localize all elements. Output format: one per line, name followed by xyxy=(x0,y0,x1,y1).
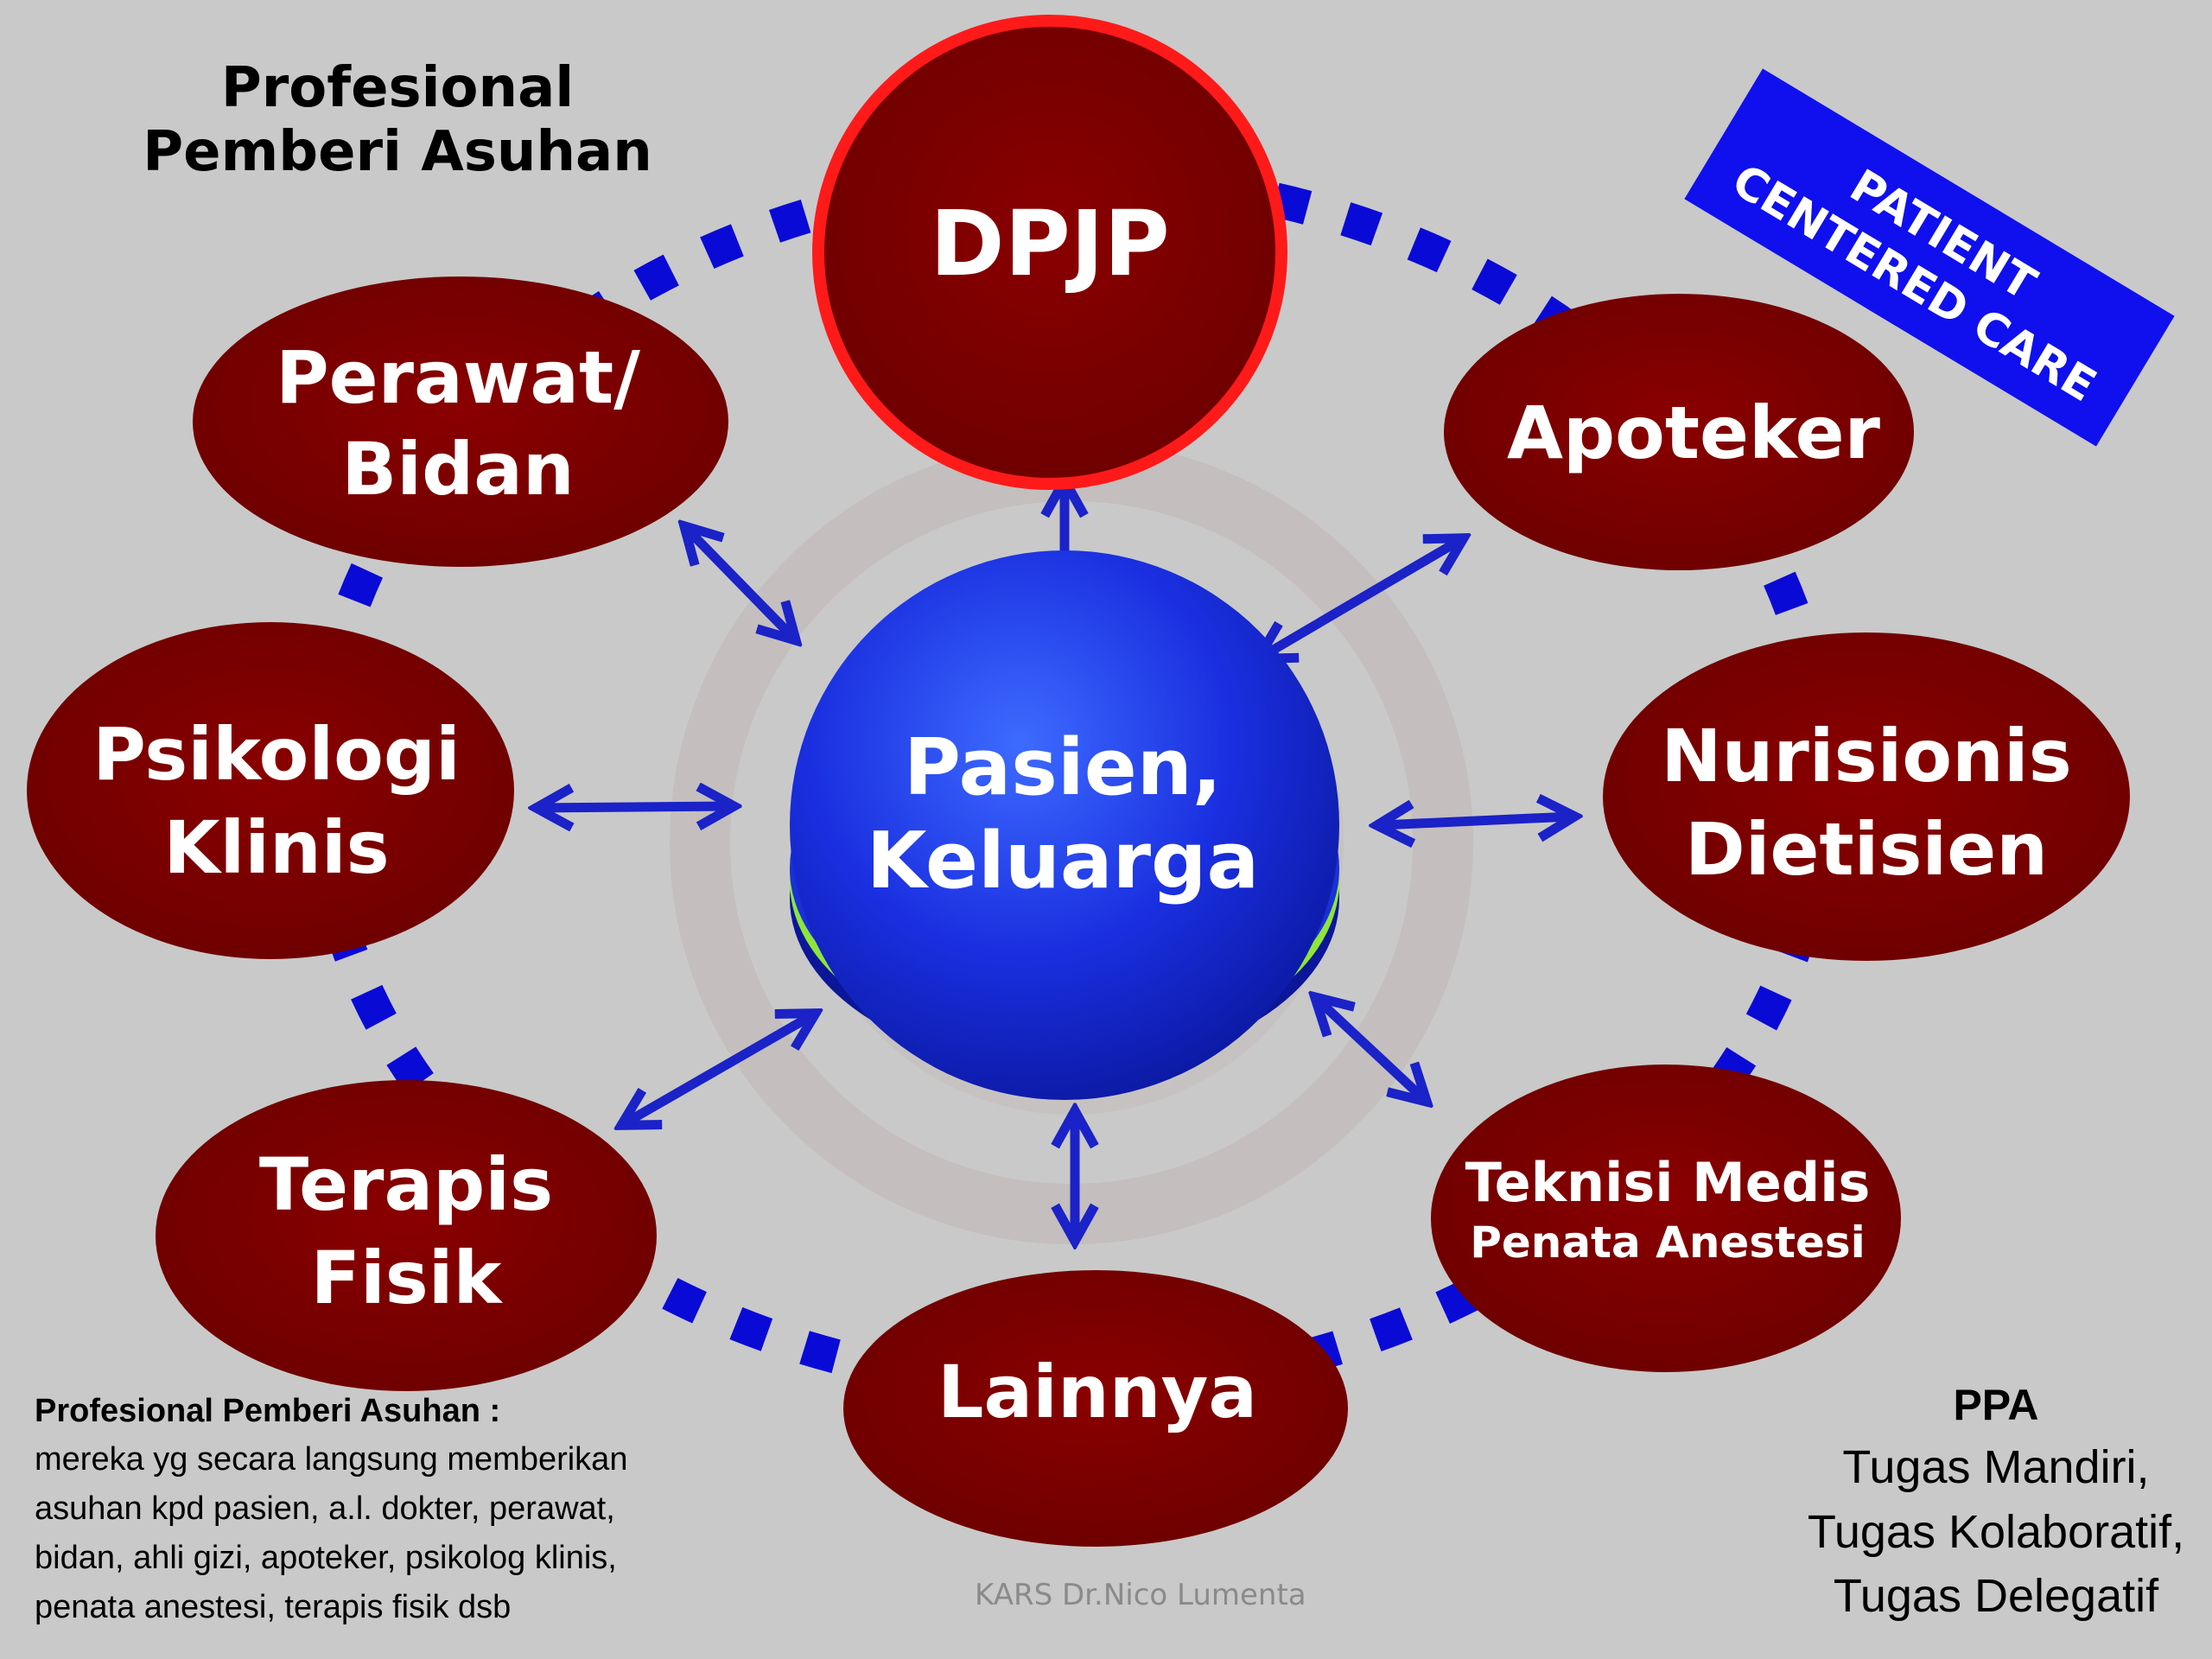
lainnya-node xyxy=(843,1270,1348,1547)
credit-text: KARS Dr.Nico Lumenta xyxy=(975,1578,1306,1612)
arrow-perawat xyxy=(687,529,793,638)
terapis-label-line-1: Terapis xyxy=(258,1142,554,1227)
definition-line-2: asuhan kpd pasien, a.l. dokter, perawat, xyxy=(35,1491,615,1527)
perawat-label-line-1: Perawat/ xyxy=(276,335,640,420)
center-label-line-1: Pasien, xyxy=(904,722,1222,813)
center-label: Pasien, Keluarga xyxy=(812,721,1313,908)
ppa-line-2: Tugas Kolaboratif, xyxy=(1807,1505,2185,1558)
dpjp-node xyxy=(812,15,1287,490)
psikologi-node xyxy=(27,622,514,959)
page-title: Profesional Pemberi Asuhan xyxy=(86,60,709,180)
dpjp-label-line: DPJP xyxy=(930,191,1170,296)
arrow-teknisi xyxy=(1318,1000,1424,1099)
teknisi-node xyxy=(1431,1065,1901,1372)
psikologi-label: Psikologi Klinis xyxy=(52,709,501,894)
definition-heading: Profesional Pemberi Asuhan : xyxy=(35,1393,501,1429)
arrow-apoteker xyxy=(1262,540,1460,657)
center-node xyxy=(790,550,1339,1100)
ppa-line-1: Tugas Mandiri, xyxy=(1842,1441,2150,1493)
psikologi-label-line-2: Klinis xyxy=(163,804,390,890)
nurisionis-label-line-2: Dietisien xyxy=(1685,806,2048,892)
apoteker-label: Apoteker xyxy=(1460,391,1927,475)
lainnya-label: Lainnya xyxy=(881,1350,1313,1434)
terapis-node xyxy=(156,1080,657,1391)
arrow-nurisionis xyxy=(1381,817,1571,825)
title-line-2: Pemberi Asuhan xyxy=(143,120,652,184)
arrow-terapis xyxy=(625,1015,812,1123)
definition-block: Profesional Pemberi Asuhan : mereka yg s… xyxy=(35,1393,726,1632)
teknisi-label-line-1: Teknisi Medis xyxy=(1465,1151,1871,1214)
apoteker-label-line: Apoteker xyxy=(1507,391,1880,475)
terapis-label-line-2: Fisik xyxy=(310,1235,502,1320)
center-label-line-2: Keluarga xyxy=(866,816,1260,906)
ppa-heading: PPA xyxy=(1953,1381,2039,1429)
apoteker-node xyxy=(1444,294,1914,570)
title-line-1: Profesional xyxy=(220,56,575,120)
nurisionis-node xyxy=(1603,632,2130,961)
perawat-label: Perawat/ Bidan xyxy=(242,333,674,516)
ppa-line-3: Tugas Delegatif xyxy=(1833,1570,2159,1623)
perawat-label-line-2: Bidan xyxy=(341,426,575,512)
psikologi-label-line-1: Psikologi xyxy=(92,712,461,797)
definition-line-1: mereka yg secara langsung memberikan xyxy=(35,1441,628,1478)
ppa-block: PPA Tugas Mandiri, Tugas Kolaboratif, Tu… xyxy=(1780,1376,2212,1629)
nurisionis-label: Nurisionis Dietisien xyxy=(1624,710,2108,896)
definition-line-3: bidan, ahli gizi, apoteker, psikolog kli… xyxy=(35,1540,617,1576)
definition-line-4: penata anestesi, terapis fisik dsb xyxy=(35,1589,512,1625)
perawat-node xyxy=(193,276,728,567)
teknisi-label-line-2: Penata Anestesi xyxy=(1470,1217,1866,1268)
dpjp-label: DPJP xyxy=(838,191,1262,296)
arrow-psikologi xyxy=(540,806,730,808)
node-shapes xyxy=(27,15,2130,1547)
lainnya-label-line: Lainnya xyxy=(937,1350,1258,1434)
terapis-label: Terapis Fisik xyxy=(190,1139,622,1325)
teknisi-label: Teknisi Medis Penata Anestesi xyxy=(1434,1151,1901,1268)
nurisionis-label-line-1: Nurisionis xyxy=(1661,714,2072,798)
